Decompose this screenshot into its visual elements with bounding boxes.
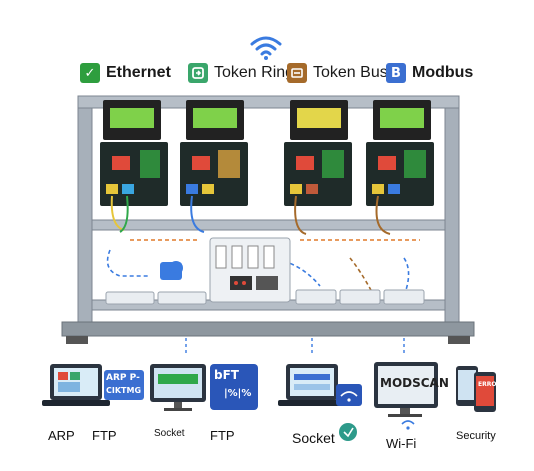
device-label-ftp-1: FTP <box>92 428 117 443</box>
tablet-arp <box>104 370 144 400</box>
legend-modbus: B Modbus <box>386 60 473 86</box>
device-label-socket-1: Socket <box>154 428 185 439</box>
legend-ethernet: ✓ Ethernet <box>80 60 171 86</box>
device-label-socket-2: Socket <box>292 430 335 446</box>
cable-green-1 <box>119 195 129 233</box>
display-2 <box>186 100 244 140</box>
display-1 <box>103 100 161 140</box>
board-1 <box>100 142 168 206</box>
error-screen-text: ERROR <box>478 381 502 388</box>
link-blue-4 <box>403 257 410 291</box>
display-4 <box>373 100 431 140</box>
rack-base <box>61 321 475 337</box>
device-label-security: Security <box>456 430 496 442</box>
device-label-wifi: Wi-Fi <box>386 436 417 451</box>
module-4 <box>339 289 381 305</box>
monitor-socket <box>150 364 206 411</box>
rack-foot-left <box>66 336 88 344</box>
link-blue-2 <box>269 257 321 287</box>
legend-token-bus: Token Bus <box>287 60 388 86</box>
tablet-text-1: ARP P- <box>106 373 140 383</box>
display-3 <box>290 100 348 140</box>
blue-adapter <box>160 261 183 280</box>
laptop-arp <box>42 364 110 406</box>
board-3 <box>284 142 352 206</box>
legend-token-bus-label: Token Bus <box>313 64 388 81</box>
cable-brown-4 <box>375 195 391 235</box>
monitor-modscan <box>374 362 438 417</box>
tablet-text-2: CIKTMG <box>106 386 142 395</box>
rack-post-right <box>444 95 460 337</box>
legend-token-ring: Token Ring <box>188 60 294 86</box>
cable-brown-3 <box>294 195 307 235</box>
modbus-badge: B <box>386 63 406 83</box>
rack-post-left <box>77 95 93 337</box>
shield-icon <box>339 423 357 441</box>
rack-mid-rail <box>91 219 446 231</box>
device-label-ftp-2: FTP <box>210 428 235 443</box>
rack-foot-right <box>448 336 470 344</box>
token-ring-icon <box>188 63 208 83</box>
phones-security <box>456 366 496 412</box>
legend-modbus-label: Modbus <box>412 64 474 81</box>
module-1 <box>105 291 155 305</box>
modscan-screen-text: MODSCAN <box>380 376 449 390</box>
central-hub <box>209 237 291 303</box>
wifi-router <box>336 384 362 406</box>
cable-blue-2 <box>190 195 205 233</box>
wifi-icon <box>250 36 282 60</box>
link-brown-3 <box>349 257 373 293</box>
ftp-screen-text-2: |%|% <box>224 388 252 399</box>
legend-ethernet-label: Ethernet <box>106 64 171 81</box>
laptop-socket <box>278 364 346 406</box>
board-2 <box>180 142 248 206</box>
tablet-ftp <box>210 364 258 410</box>
legend-token-ring-label: Token Ring <box>214 64 295 81</box>
wifi-symbol-small <box>401 420 415 430</box>
cable-yellow-1 <box>110 195 125 231</box>
protocol-legend: ✓ Ethernet Token Ring Token Bus B Modbus <box>80 60 480 88</box>
module-5 <box>383 289 425 305</box>
module-2 <box>157 291 207 305</box>
module-3 <box>295 289 337 305</box>
board-4 <box>366 142 434 206</box>
ftp-screen-text-1: bFT <box>214 368 239 382</box>
token-bus-icon <box>287 63 307 83</box>
check-icon: ✓ <box>80 63 100 83</box>
link-blue-1 <box>106 249 150 277</box>
rack-top-rail <box>77 95 460 109</box>
device-label-arp: ARP <box>48 428 75 443</box>
